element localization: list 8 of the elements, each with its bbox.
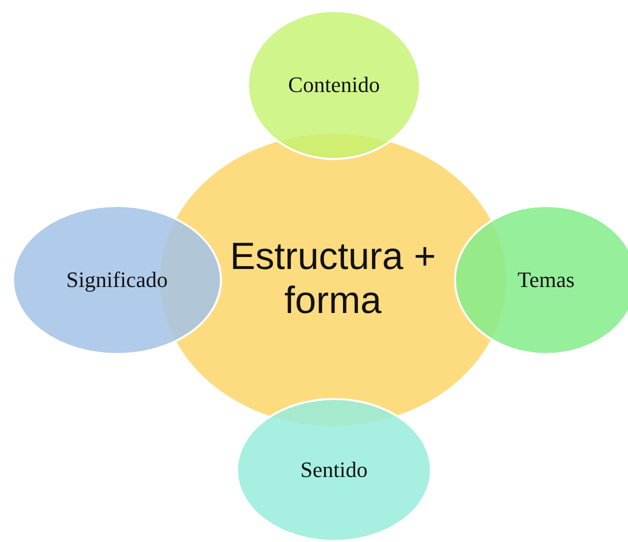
topic-ellipse	[12, 205, 222, 355]
topic-ellipse	[236, 398, 432, 542]
topic-label: Contenido	[288, 72, 380, 98]
topic-ellipse	[247, 10, 421, 160]
topic-label: Significado	[66, 267, 168, 293]
center-label: Estructura + forma	[229, 236, 437, 324]
topic-label: Temas	[517, 267, 575, 293]
topic-label: Sentido	[300, 457, 368, 483]
